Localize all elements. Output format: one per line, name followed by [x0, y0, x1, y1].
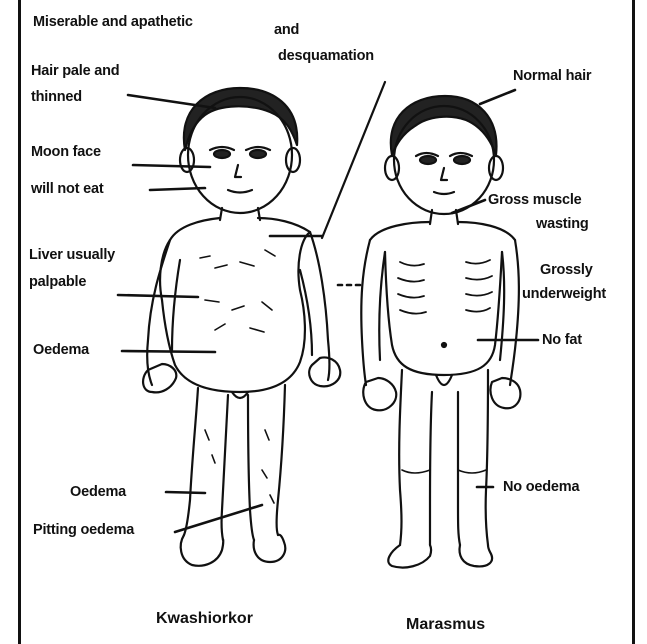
label-pitting-oedema: Pitting oedema [33, 522, 134, 539]
label-underweight: underweight [522, 286, 606, 303]
caption-kwashiorkor: Kwashiorkor [156, 610, 253, 628]
leader-lines-left [118, 82, 385, 532]
label-oedema-lower: Oedema [70, 484, 126, 501]
label-will-not-eat: will not eat [31, 181, 104, 198]
label-oedema-upper: Oedema [33, 342, 89, 359]
label-desquamation: desquamation [278, 48, 374, 65]
label-grossly: Grossly [540, 262, 593, 279]
label-no-fat: No fat [542, 332, 582, 349]
label-and: and [274, 22, 299, 39]
label-moon-face: Moon face [31, 144, 101, 161]
label-gross-muscle: Gross muscle [488, 192, 582, 209]
label-hair-pale: Hair pale and [31, 63, 119, 80]
caption-marasmus: Marasmus [406, 616, 485, 634]
label-no-oedema: No oedema [503, 479, 579, 496]
label-thinned: thinned [31, 89, 82, 106]
label-palpable: palpable [29, 274, 86, 291]
label-normal-hair: Normal hair [513, 68, 591, 85]
label-wasting: wasting [536, 216, 589, 233]
kwashiorkor-child [143, 88, 340, 566]
label-miserable-apathetic: Miserable and apathetic [33, 14, 193, 31]
marasmus-child [361, 96, 520, 568]
label-liver-usually: Liver usually [29, 247, 115, 264]
